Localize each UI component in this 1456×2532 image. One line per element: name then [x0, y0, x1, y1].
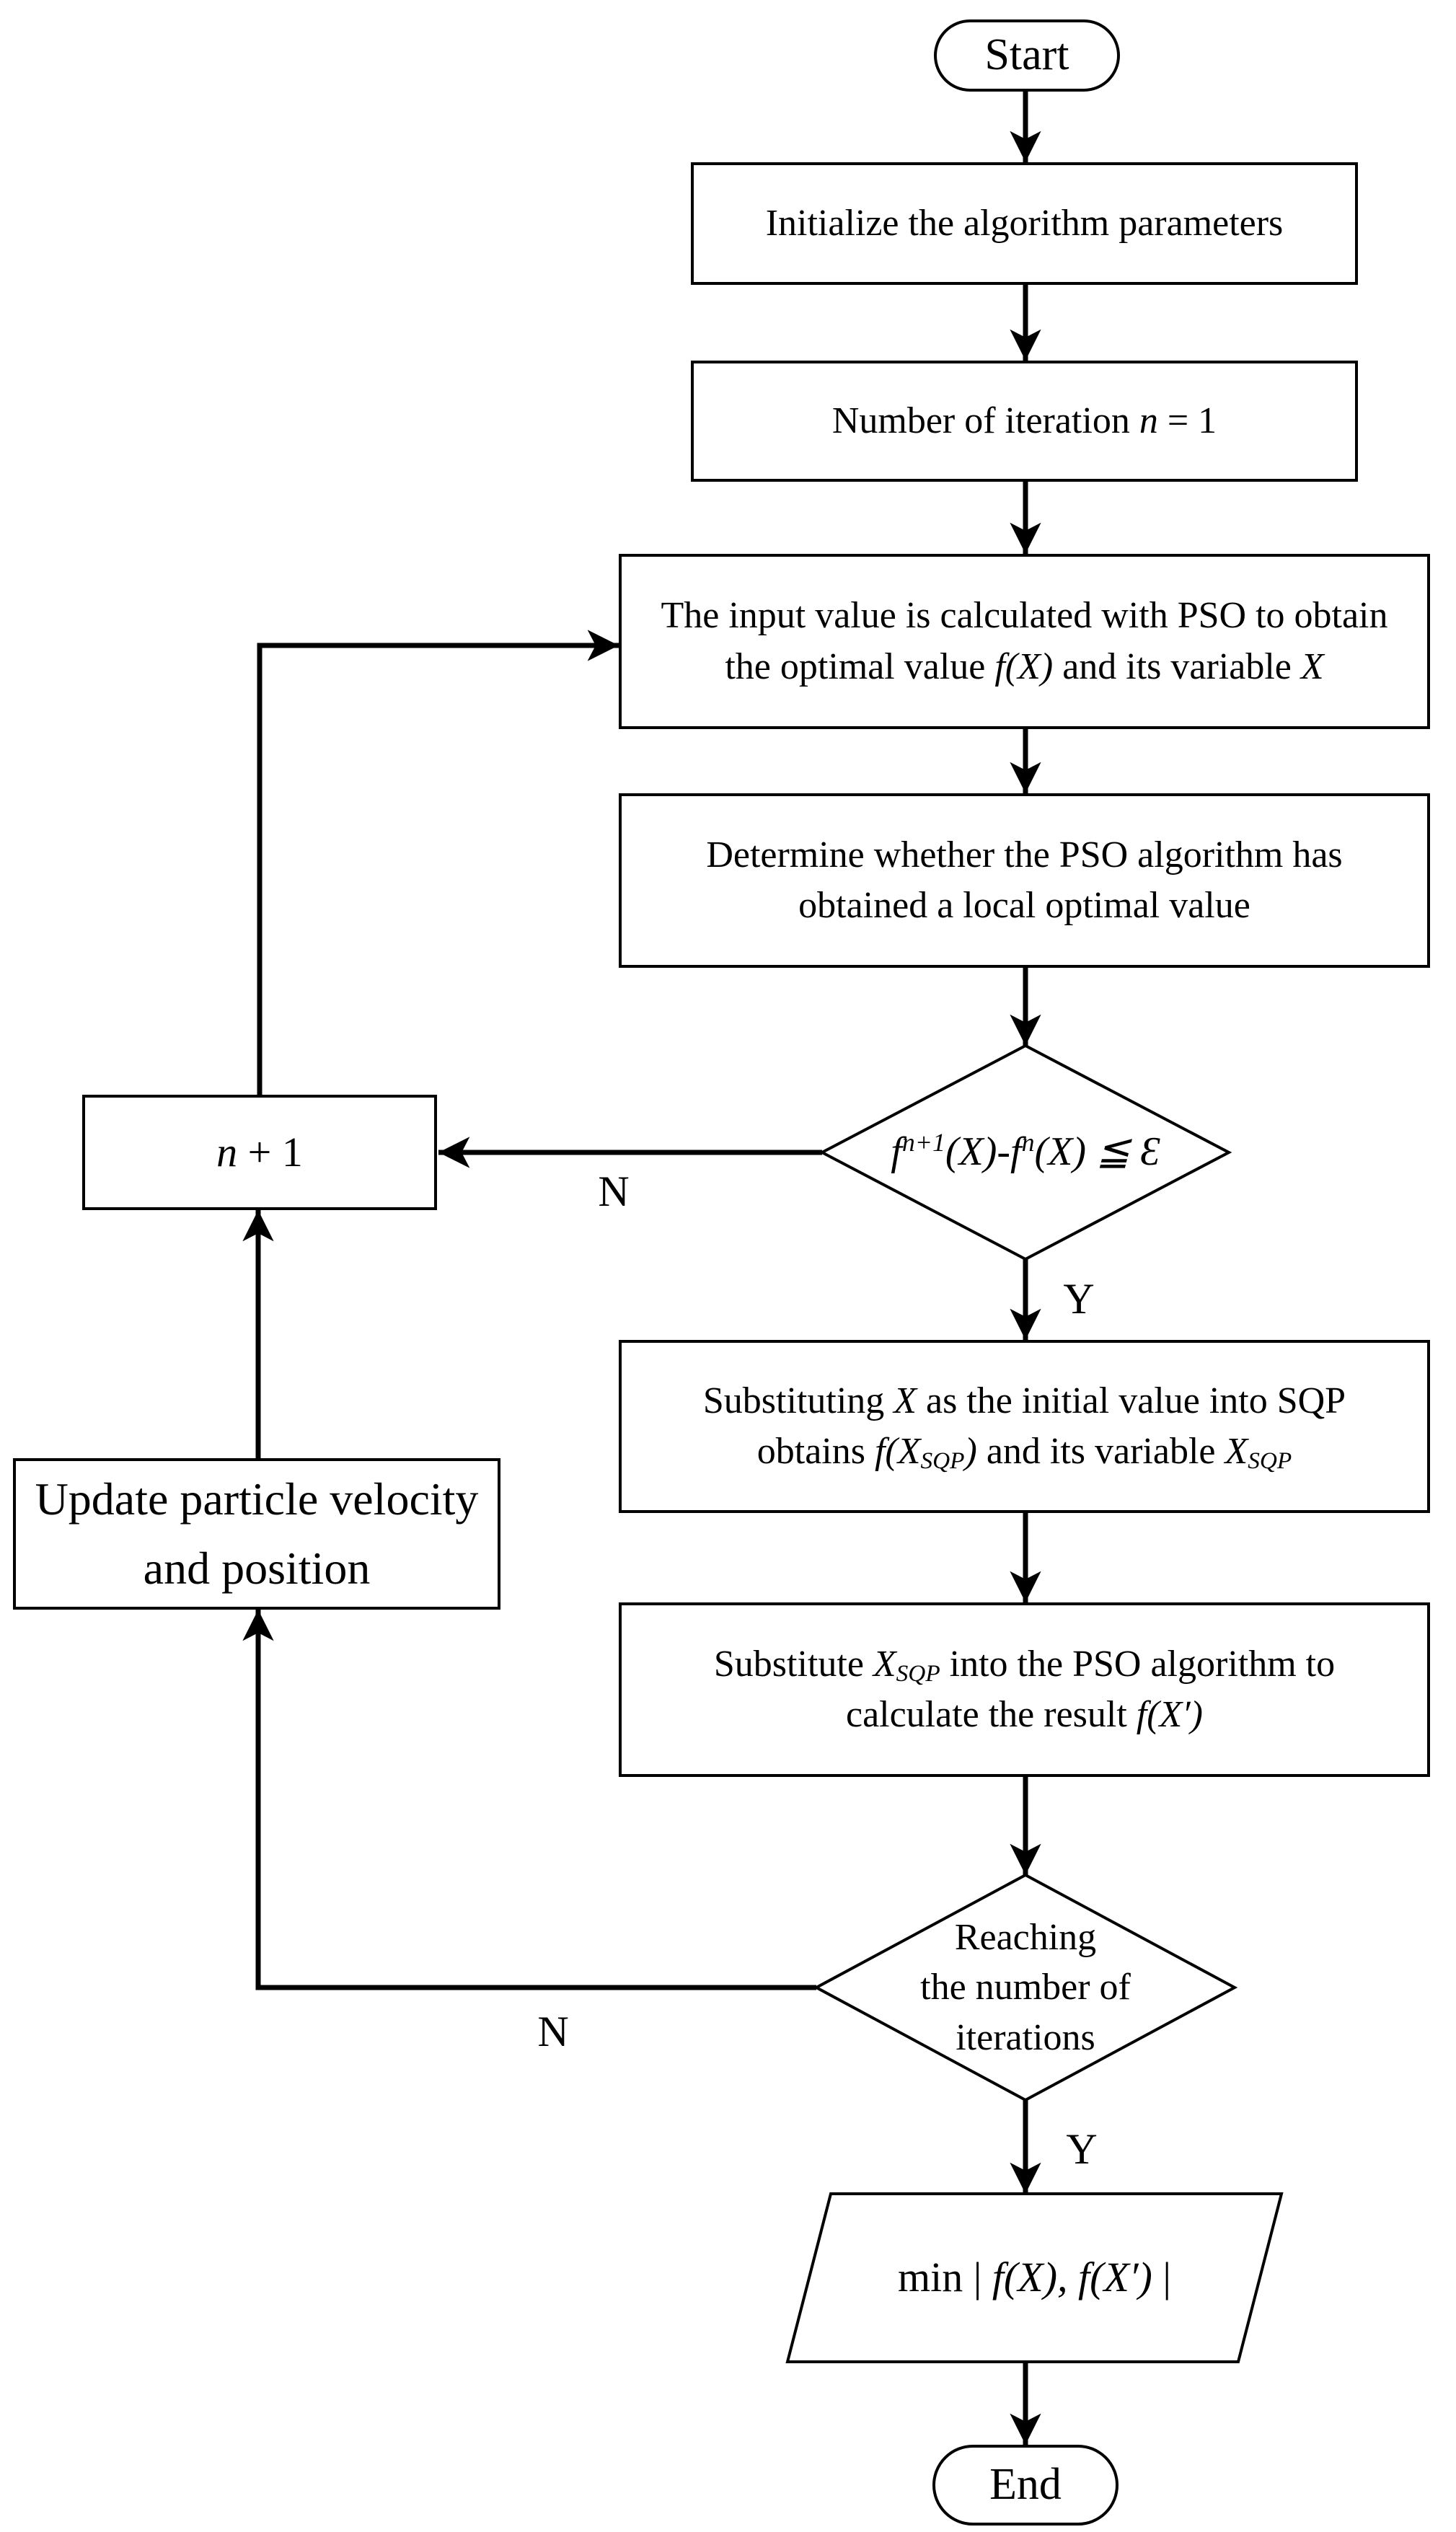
initialize-params-box: Initialize the algorithm parameters — [691, 162, 1358, 285]
local-optimum-check-box: Determine whether the PSO algorithm has … — [619, 793, 1430, 968]
pso-calculation-label: The input value is calculated with PSO t… — [661, 595, 1388, 687]
iteration-counter-label: Number of iteration n = 1 — [831, 400, 1217, 441]
start-label: Start — [984, 30, 1069, 80]
start-terminator: Start — [934, 19, 1120, 92]
initialize-params-label: Initialize the algorithm parameters — [765, 202, 1284, 244]
local-optimum-check-label: Determine whether the PSO algorithm has … — [706, 834, 1343, 926]
maxiter-yes-label: Y — [1066, 2125, 1098, 2173]
convergence-decision-label: fn+1(X)-fn(X) ≦ Ɛ — [891, 1127, 1160, 1175]
converge-no-label: N — [598, 1167, 630, 1215]
converge-yes-label: Y — [1063, 1274, 1095, 1323]
connector-maxiter-no-to-update — [242, 1610, 816, 1990]
update-particles-label: Update particle velocity and position — [35, 1473, 479, 1594]
update-particles-box: Update particle velocity and position — [13, 1458, 500, 1610]
pso-recalculation-label: Substitute XSQP into the PSO algorithm t… — [713, 1643, 1336, 1735]
increment-n-box: n + 1 — [82, 1095, 437, 1210]
output-parallelogram — [785, 2192, 1284, 2363]
sqp-substitution-label: Substituting X as the initial value into… — [702, 1380, 1346, 1475]
increment-n-label: n + 1 — [216, 1128, 303, 1175]
pso-calculation-box: The input value is calculated with PSO t… — [619, 554, 1430, 729]
iteration-counter-box: Number of iteration n = 1 — [691, 361, 1358, 482]
sqp-substitution-box: Substituting X as the initial value into… — [619, 1340, 1430, 1513]
output-parallelogram-label: min | f(X), f(X′) | — [898, 2254, 1171, 2301]
maxiter-no-label: N — [537, 2007, 569, 2055]
end-label: End — [989, 2460, 1062, 2510]
end-terminator: End — [932, 2445, 1119, 2526]
connector-increment-to-pso — [257, 630, 619, 1095]
pso-recalculation-box: Substitute XSQP into the PSO algorithm t… — [619, 1602, 1430, 1777]
